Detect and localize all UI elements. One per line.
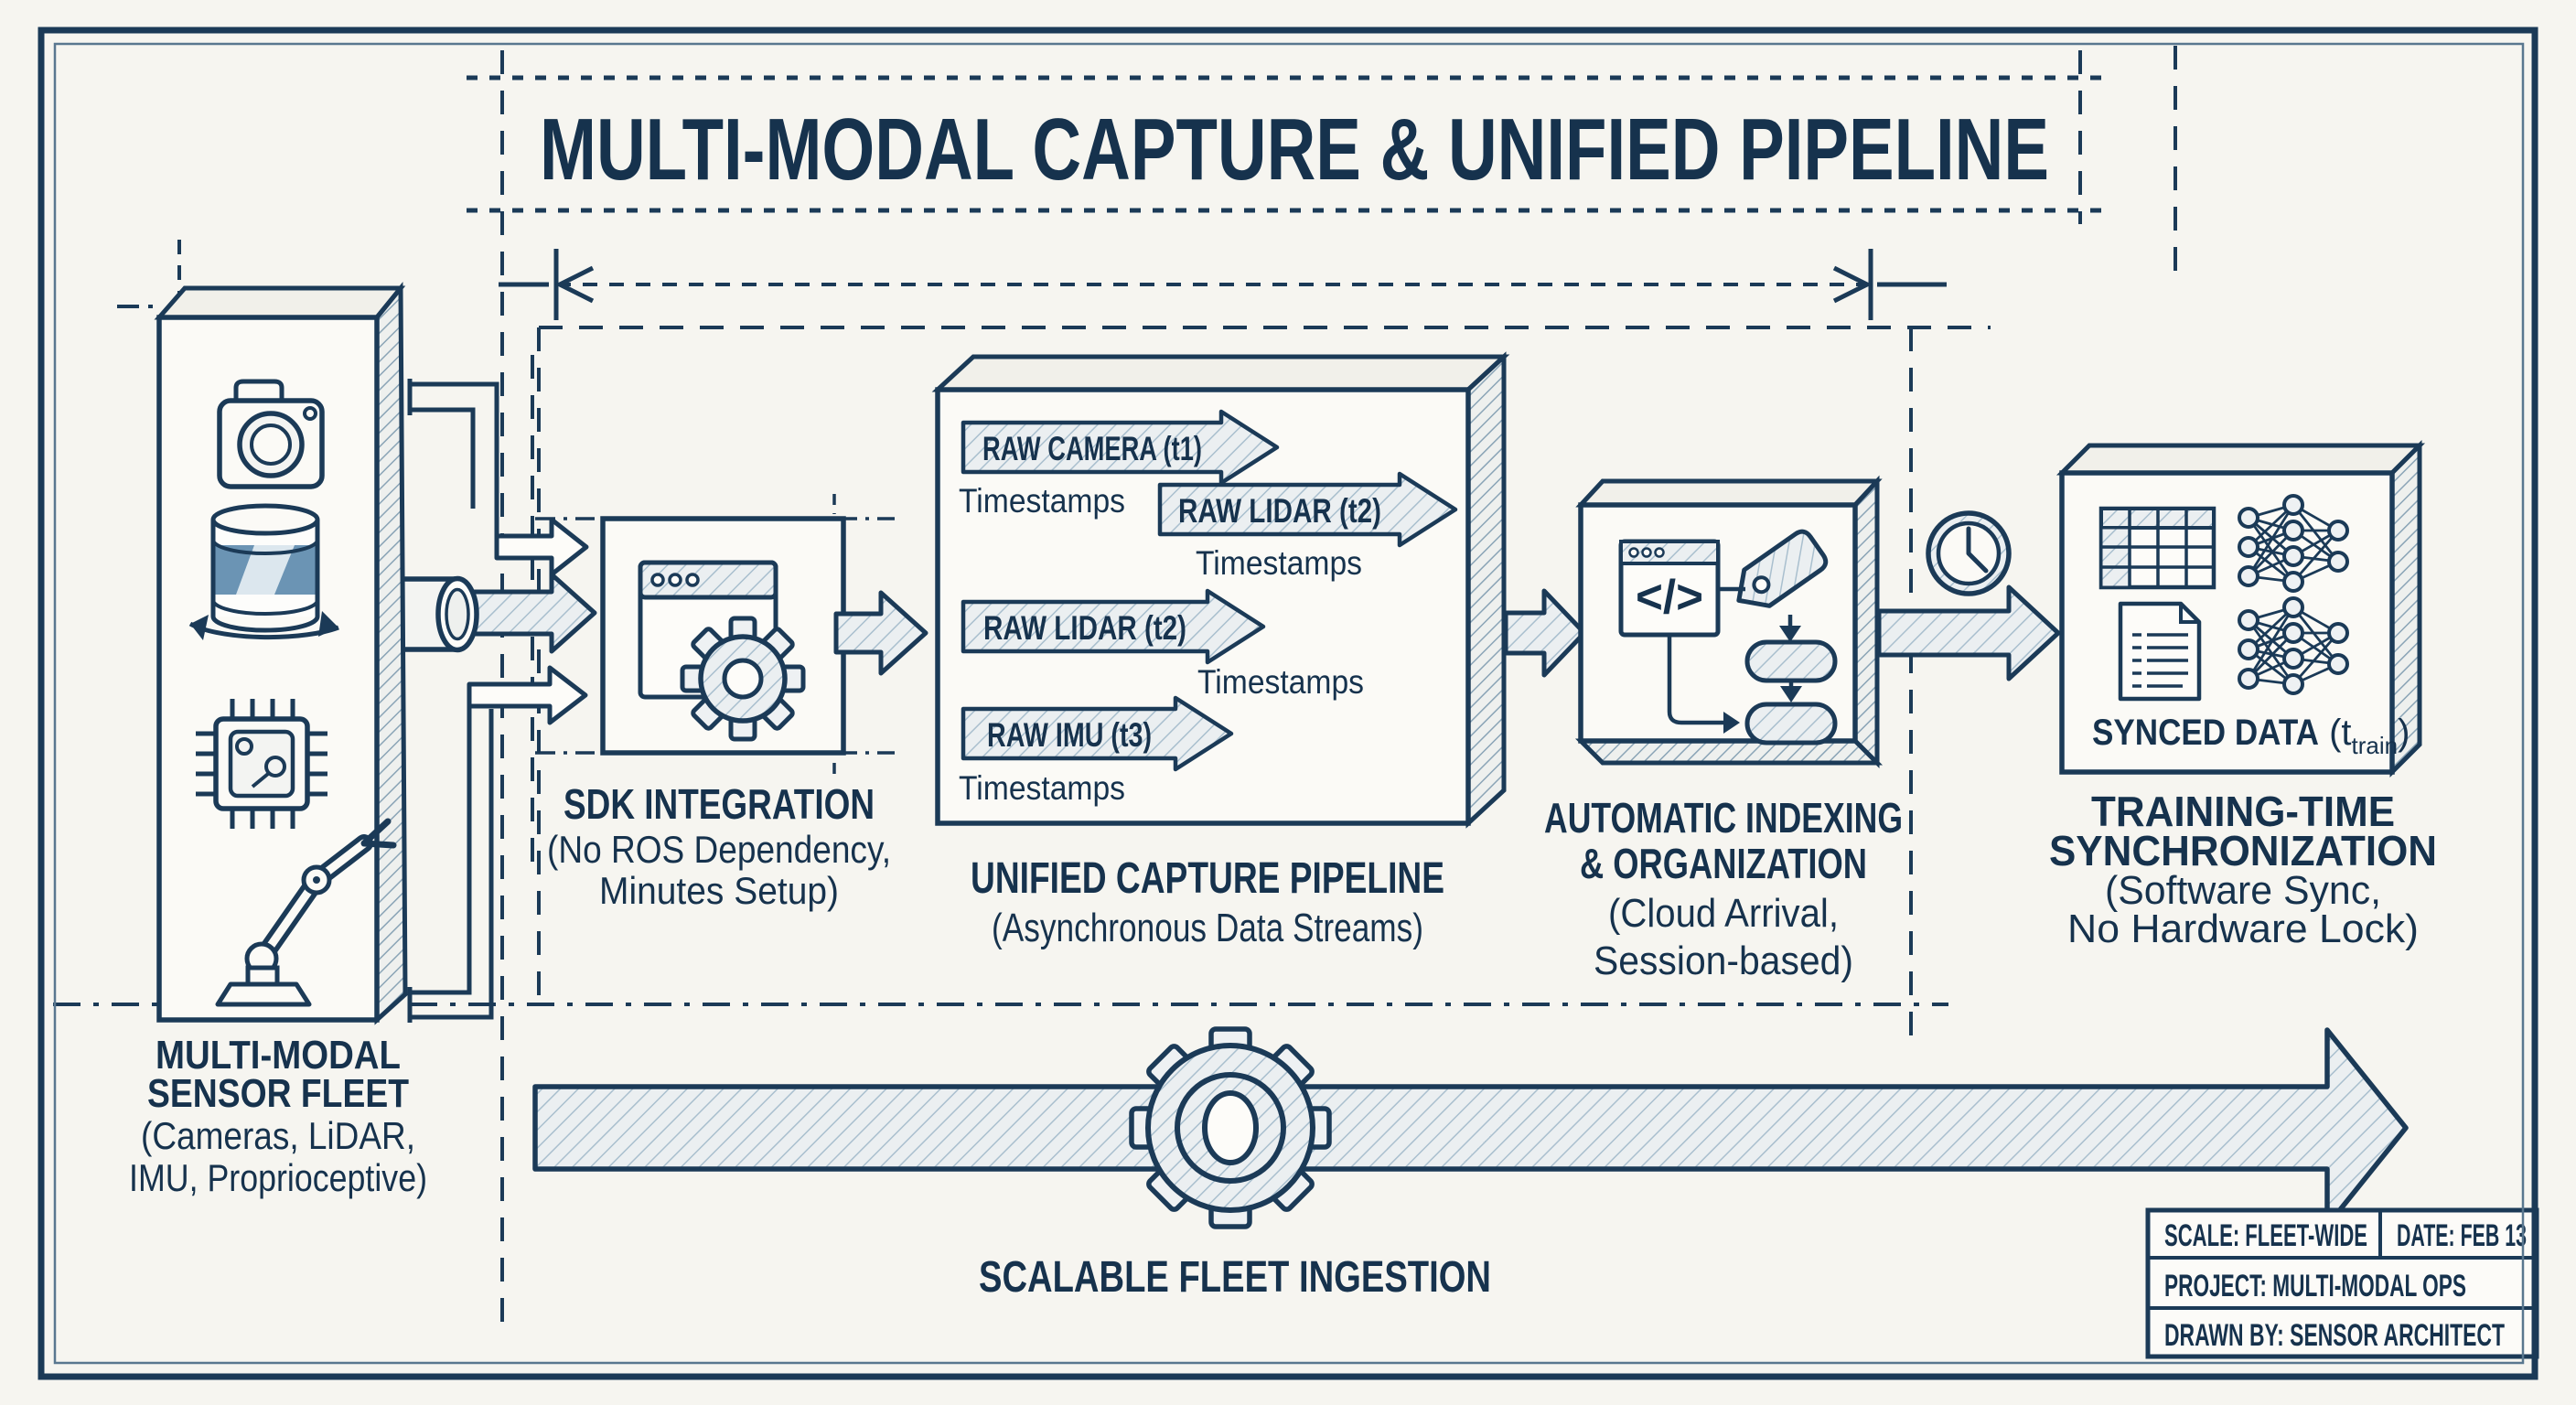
blueprint-frame	[38, 27, 2538, 1380]
svg-text:RAW LIDAR (t2): RAW LIDAR (t2)	[983, 609, 1186, 647]
title-block-drawn-by: DRAWN BY: SENSOR ARCHITECT	[2164, 1318, 2505, 1353]
svg-text:RAW LIDAR (t2): RAW LIDAR (t2)	[1178, 492, 1381, 530]
svg-text:TRAINING-TIME: TRAINING-TIME	[2091, 788, 2395, 835]
fleet-output-pipes	[407, 379, 499, 1023]
synced-data-label: SYNCED DATA (ttrain)	[2092, 713, 2410, 759]
stream-arrows	[961, 409, 1458, 772]
neural-network-icon-2	[2238, 596, 2349, 695]
gear-icon-large	[1129, 1026, 1332, 1229]
arrow-middle	[459, 572, 597, 654]
clock-icon	[1926, 510, 2012, 596]
svg-text:& ORGANIZATION: & ORGANIZATION	[1580, 840, 1867, 887]
arrow-sdk-to-pipeline	[833, 590, 928, 676]
sdk-caption: SDK INTEGRATION (No ROS Dependency, Minu…	[547, 780, 891, 912]
svg-text:Timestamps: Timestamps	[959, 482, 1125, 520]
title-block-date: DATE: FEB 13	[2397, 1218, 2527, 1253]
arrow-top	[494, 517, 589, 577]
construction-lines	[53, 46, 2177, 1326]
arrow-pipeline-to-indexing	[1503, 588, 1587, 678]
svg-text:SENSOR FLEET: SENSOR FLEET	[147, 1071, 409, 1116]
imu-chip-icon	[196, 699, 327, 829]
indexing-box: </>	[1574, 475, 1884, 769]
svg-text:(No ROS Dependency,: (No ROS Dependency,	[547, 828, 891, 871]
svg-text:Timestamps: Timestamps	[1197, 663, 1364, 701]
svg-text:UNIFIED CAPTURE PIPELINE: UNIFIED CAPTURE PIPELINE	[971, 854, 1444, 903]
diagram-title: MULTI-MODAL CAPTURE & UNIFIED PIPELINE	[540, 101, 2049, 198]
svg-text:(Asynchronous Data Streams): (Asynchronous Data Streams)	[992, 906, 1423, 950]
pipeline-caption: UNIFIED CAPTURE PIPELINE (Asynchronous D…	[971, 854, 1444, 950]
sensor-fleet-caption: MULTI-MODAL SENSOR FLEET (Cameras, LiDAR…	[129, 1033, 427, 1199]
flow-pill-1	[1744, 639, 1838, 683]
svg-text:SYNCHRONIZATION: SYNCHRONIZATION	[2049, 827, 2437, 874]
data-table-icon	[2098, 506, 2216, 590]
sdk-input-arrows	[459, 517, 597, 725]
svg-text:RAW CAMERA (t1): RAW CAMERA (t1)	[982, 430, 1202, 467]
training-caption: TRAINING-TIME SYNCHRONIZATION (Software …	[2049, 788, 2437, 951]
sensor-fleet-box	[154, 282, 408, 1025]
title-block: SCALE: FLEET-WIDE DATE: FEB 13 PROJECT: …	[2145, 1207, 2539, 1359]
flow-connectors	[1667, 586, 1802, 734]
ingestion-arrow	[532, 1026, 2409, 1229]
svg-text:No Hardware Lock): No Hardware Lock)	[2067, 906, 2419, 951]
svg-text:AUTOMATIC INDEXING: AUTOMATIC INDEXING	[1544, 794, 1903, 842]
svg-text:RAW IMU (t3): RAW IMU (t3)	[987, 716, 1152, 754]
stream-labels: RAW CAMERA (t1) RAW LIDAR (t2) RAW LIDAR…	[982, 430, 1381, 754]
title-block-scale: SCALE: FLEET-WIDE	[2164, 1218, 2367, 1253]
arrow-indexing-to-training	[1876, 585, 2061, 681]
svg-text:Timestamps: Timestamps	[1196, 544, 1362, 582]
svg-text:IMU, Proprioceptive): IMU, Proprioceptive)	[129, 1156, 427, 1199]
capture-pipeline-box: RAW CAMERA (t1) RAW LIDAR (t2) RAW LIDAR…	[931, 351, 1510, 829]
svg-text:</>: </>	[1636, 571, 1703, 624]
svg-text:Minutes Setup): Minutes Setup)	[599, 869, 839, 912]
ingestion-caption: SCALABLE FLEET INGESTION	[979, 1253, 1491, 1302]
gear-icon	[680, 616, 806, 742]
lidar-icon	[188, 503, 339, 640]
tag-icon	[1736, 529, 1829, 608]
stream-arrow-camera	[961, 409, 1280, 486]
stream-arrow-lidar-2	[961, 588, 1266, 665]
svg-text:(Software Sync,: (Software Sync,	[2105, 868, 2381, 913]
dimension-line	[499, 249, 1947, 320]
neural-network-icon	[2238, 494, 2349, 593]
robot-arm-icon	[215, 818, 397, 1007]
indexing-caption: AUTOMATIC INDEXING & ORGANIZATION (Cloud…	[1544, 794, 1903, 983]
code-window-icon: </>	[1618, 539, 1721, 638]
svg-text:Timestamps: Timestamps	[959, 769, 1125, 807]
arrow-bottom	[467, 665, 588, 725]
svg-text:SDK INTEGRATION: SDK INTEGRATION	[564, 780, 875, 828]
document-icon	[2118, 601, 2202, 702]
stream-arrow-lidar-1	[1157, 471, 1458, 548]
svg-text:Session-based): Session-based)	[1594, 938, 1853, 983]
sdk-integration-box	[600, 516, 846, 756]
camera-icon	[217, 379, 325, 489]
svg-text:MULTI-MODAL: MULTI-MODAL	[156, 1033, 401, 1078]
training-sync-box: SYNCED DATA (ttrain)	[2055, 439, 2426, 778]
title-block-project: PROJECT: MULTI-MODAL OPS	[2164, 1269, 2466, 1303]
svg-text:(Cameras, LiDAR,: (Cameras, LiDAR,	[141, 1114, 415, 1157]
stream-arrow-imu	[961, 695, 1234, 772]
flow-pill-2	[1744, 702, 1838, 745]
svg-text:(Cloud Arrival,: (Cloud Arrival,	[1608, 891, 1839, 936]
timestamps-labels: Timestamps Timestamps Timestamps Timesta…	[959, 482, 1364, 807]
